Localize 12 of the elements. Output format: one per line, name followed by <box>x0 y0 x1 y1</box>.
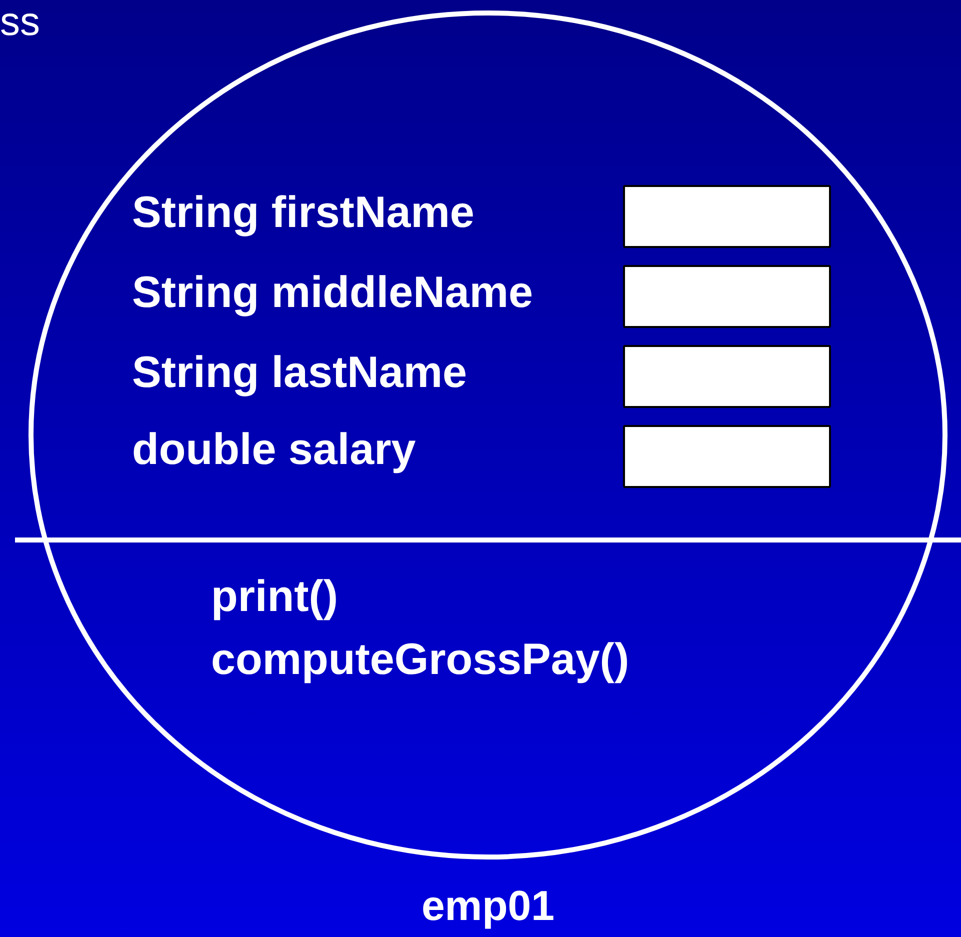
field-name: String middleName <box>132 267 533 319</box>
value-box <box>623 265 831 328</box>
value-box <box>623 185 831 248</box>
object-name: emp01 <box>420 882 556 930</box>
value-box <box>623 345 831 408</box>
heading-fragment: ss <box>0 0 40 44</box>
value-box <box>623 425 831 488</box>
method-name: print() <box>211 571 338 623</box>
field-name: String lastName <box>132 347 467 399</box>
method-name: computeGrossPay() <box>211 634 630 686</box>
field-name: String firstName <box>132 187 474 239</box>
field-name: double salary <box>132 424 416 476</box>
